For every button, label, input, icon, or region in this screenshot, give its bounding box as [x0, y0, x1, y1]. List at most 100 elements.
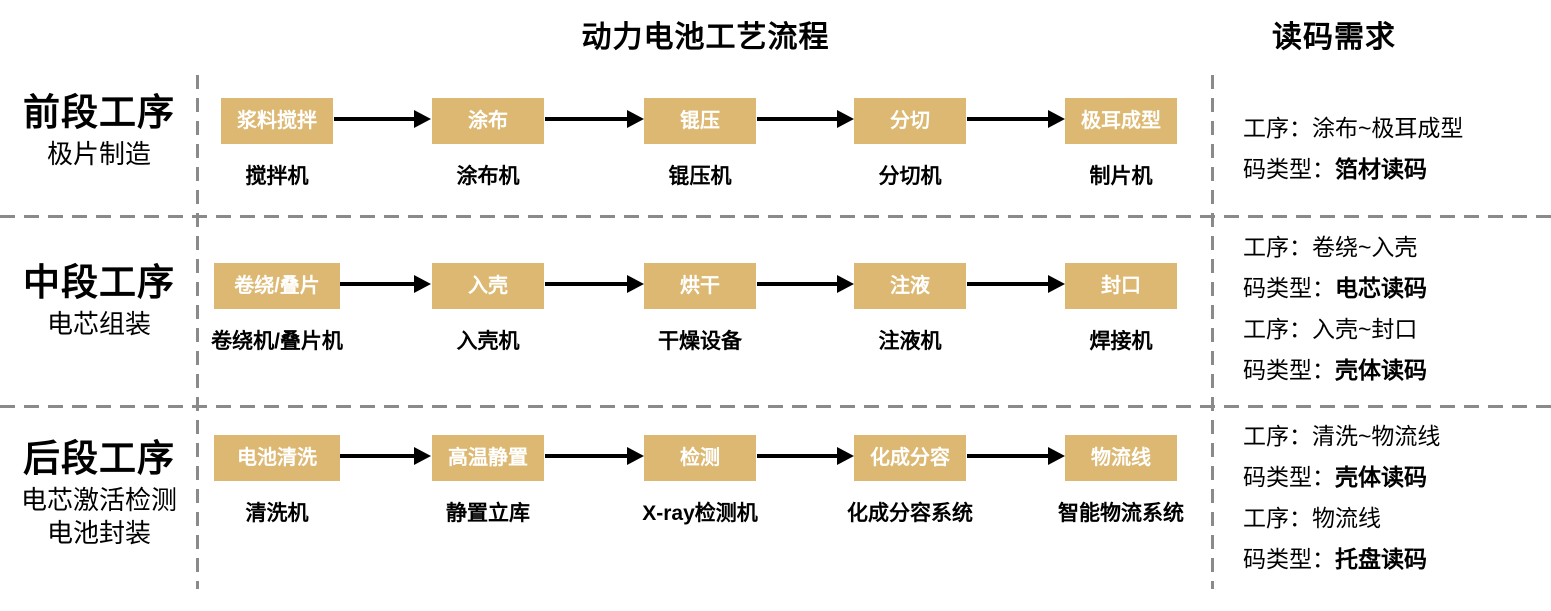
- note-label: 码类型：: [1243, 275, 1335, 301]
- process-step-box: 涂布: [432, 98, 544, 144]
- flow-station: 入壳 入壳机: [383, 263, 593, 355]
- note-line: 码类型：壳体读码: [1243, 350, 1548, 391]
- note-value: 壳体读码: [1335, 357, 1427, 383]
- flow-station: 锟压 锟压机: [595, 98, 805, 190]
- horizontal-divider-2: [0, 405, 1551, 408]
- flow-arrow-icon: [334, 110, 431, 128]
- flow-station: 高温静置 静置立库: [383, 435, 593, 527]
- stage-title: 后段工序: [23, 438, 175, 479]
- stage-subtitle-line2: 电池封装: [46, 518, 151, 548]
- note-label: 工序：: [1243, 423, 1312, 449]
- note-line: 工序：物流线: [1243, 498, 1548, 539]
- stage-subtitle: 电芯组装: [46, 309, 151, 339]
- note-label: 码类型：: [1243, 357, 1335, 383]
- note-label: 码类型：: [1243, 464, 1335, 490]
- flow-arrow-icon: [757, 275, 854, 293]
- vertical-divider-right: [1211, 75, 1214, 589]
- flow-arrow-icon: [967, 110, 1065, 128]
- flow-arrow-icon: [967, 275, 1065, 293]
- flow-station: 极耳成型 制片机: [1016, 98, 1226, 190]
- flow-station: 浆料搅拌 搅拌机: [172, 98, 382, 190]
- flow-station: 烘干 干燥设备: [595, 263, 805, 355]
- vertical-divider-left: [196, 75, 199, 589]
- note-label: 工序：: [1243, 316, 1312, 342]
- stage-label-back: 后段工序 电芯激活检测 电池封装: [0, 407, 198, 603]
- process-step-box: 注液: [854, 263, 966, 309]
- machine-label: 清洗机: [245, 502, 309, 525]
- process-step-box: 入壳: [432, 263, 544, 309]
- process-step-box: 烘干: [644, 263, 756, 309]
- flow-arrow-icon: [757, 447, 854, 465]
- flow-station: 检测 X-ray检测机: [595, 435, 805, 527]
- note-line: 码类型：托盘读码: [1243, 539, 1548, 580]
- process-step-box: 检测: [644, 435, 756, 481]
- note-label: 码类型：: [1243, 156, 1335, 182]
- note-line: 码类型：电芯读码: [1243, 268, 1548, 309]
- note-value: 托盘读码: [1335, 546, 1427, 572]
- note-label: 工序：: [1243, 234, 1312, 260]
- flow-diagram-title: 动力电池工艺流程: [581, 21, 830, 54]
- flow-row-back: 电池清洗 清洗机 高温静置 静置立库 检测 X-ray检测机 化成分容 化成分容…: [198, 407, 1213, 603]
- machine-label: 干燥设备: [658, 330, 742, 353]
- flow-arrow-icon: [545, 275, 644, 293]
- note-value: 入壳~封口: [1312, 316, 1418, 342]
- note-line: 工序：涂布~极耳成型: [1243, 108, 1548, 149]
- process-step-box: 高温静置: [432, 435, 544, 481]
- machine-label: X-ray检测机: [642, 502, 758, 525]
- flow-arrow-icon: [545, 447, 644, 465]
- note-value: 卷绕~入壳: [1312, 234, 1418, 260]
- process-step-box: 极耳成型: [1065, 98, 1177, 144]
- machine-label: 锟压机: [668, 165, 732, 188]
- flow-row-front: 浆料搅拌 搅拌机 涂布 涂布机 锟压 锟压机 分切 分切机 极耳成型 制片机: [198, 75, 1213, 215]
- code-reading-notes-middle: 工序：卷绕~入壳 码类型：电芯读码 工序：入壳~封口 码类型：壳体读码: [1243, 227, 1548, 391]
- process-step-box: 锟压: [644, 98, 756, 144]
- machine-label: 入壳机: [456, 330, 520, 353]
- flow-station: 电池清洗 清洗机: [172, 435, 382, 527]
- flow-station: 分切 分切机: [805, 98, 1015, 190]
- machine-label: 搅拌机: [245, 165, 309, 188]
- note-label: 工序：: [1243, 115, 1312, 141]
- note-value: 物流线: [1312, 505, 1381, 531]
- machine-label: 制片机: [1089, 165, 1153, 188]
- flow-station: 化成分容 化成分容系统: [805, 435, 1015, 527]
- code-reading-notes-back: 工序：清洗~物流线 码类型：壳体读码 工序：物流线 码类型：托盘读码: [1243, 416, 1548, 580]
- flow-arrow-icon: [757, 110, 854, 128]
- machine-label: 焊接机: [1089, 330, 1153, 353]
- stage-label-middle: 中段工序 电芯组装: [0, 217, 198, 405]
- note-line: 码类型：壳体读码: [1243, 457, 1548, 498]
- flow-station: 注液 注液机: [805, 263, 1015, 355]
- process-step-box: 浆料搅拌: [221, 98, 333, 144]
- process-step-box: 卷绕/叠片: [214, 263, 340, 309]
- machine-label: 卷绕机/叠片机: [211, 330, 343, 353]
- stage-title: 前段工序: [23, 92, 175, 133]
- note-line: 工序：卷绕~入壳: [1243, 227, 1548, 268]
- stage-subtitle: 电芯激活检测: [20, 485, 177, 515]
- note-value: 清洗~物流线: [1312, 423, 1441, 449]
- machine-label: 静置立库: [446, 502, 530, 525]
- code-reading-notes-front: 工序：涂布~极耳成型 码类型：箔材读码: [1243, 108, 1548, 190]
- flow-station: 物流线 智能物流系统: [1016, 435, 1226, 527]
- note-line: 工序：清洗~物流线: [1243, 416, 1548, 457]
- note-line: 工序：入壳~封口: [1243, 309, 1548, 350]
- note-label: 工序：: [1243, 505, 1312, 531]
- code-reading-needs-title: 读码需求: [1272, 21, 1396, 54]
- flow-arrow-icon: [545, 110, 644, 128]
- flow-arrow-icon: [334, 275, 431, 293]
- note-value: 电芯读码: [1335, 275, 1427, 301]
- stage-label-front: 前段工序 极片制造: [0, 75, 198, 215]
- note-value: 涂布~极耳成型: [1312, 115, 1464, 141]
- note-label: 码类型：: [1243, 546, 1335, 572]
- process-step-box: 物流线: [1065, 435, 1177, 481]
- note-value: 壳体读码: [1335, 464, 1427, 490]
- machine-label: 化成分容系统: [847, 502, 973, 525]
- process-step-box: 封口: [1065, 263, 1177, 309]
- note-value: 箔材读码: [1335, 156, 1427, 182]
- machine-label: 涂布机: [456, 165, 520, 188]
- flow-arrow-icon: [334, 447, 431, 465]
- flow-station: 卷绕/叠片 卷绕机/叠片机: [172, 263, 382, 355]
- process-step-box: 电池清洗: [214, 435, 340, 481]
- process-step-box: 分切: [854, 98, 966, 144]
- machine-label: 分切机: [878, 165, 942, 188]
- horizontal-divider-1: [0, 215, 1551, 218]
